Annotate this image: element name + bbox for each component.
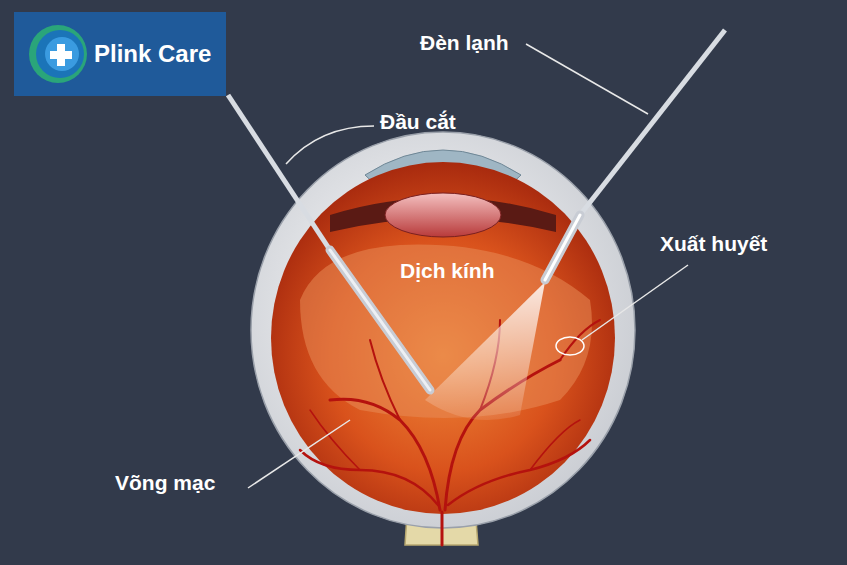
leader-lines [248, 44, 688, 488]
fundus [271, 162, 615, 514]
hemorrhage-marker [556, 337, 584, 355]
part-label: Dịch kính [400, 259, 495, 283]
sclera [251, 132, 635, 528]
logo-icon [26, 22, 90, 86]
light-pipe-shaft [580, 30, 725, 215]
blood-vessels [300, 320, 600, 545]
lens [385, 193, 501, 237]
part-label: Xuất huyết [660, 232, 767, 256]
cutter-shaft [228, 95, 330, 250]
light-pipe-highlight [545, 215, 580, 280]
logo-text: Plink Care [94, 40, 211, 68]
light-pipe-tip [545, 215, 580, 280]
part-label: Võng mạc [115, 471, 215, 495]
light-beam [425, 282, 545, 420]
part-label: Đầu cắt [380, 110, 456, 134]
part-label: Đèn lạnh [420, 31, 509, 55]
